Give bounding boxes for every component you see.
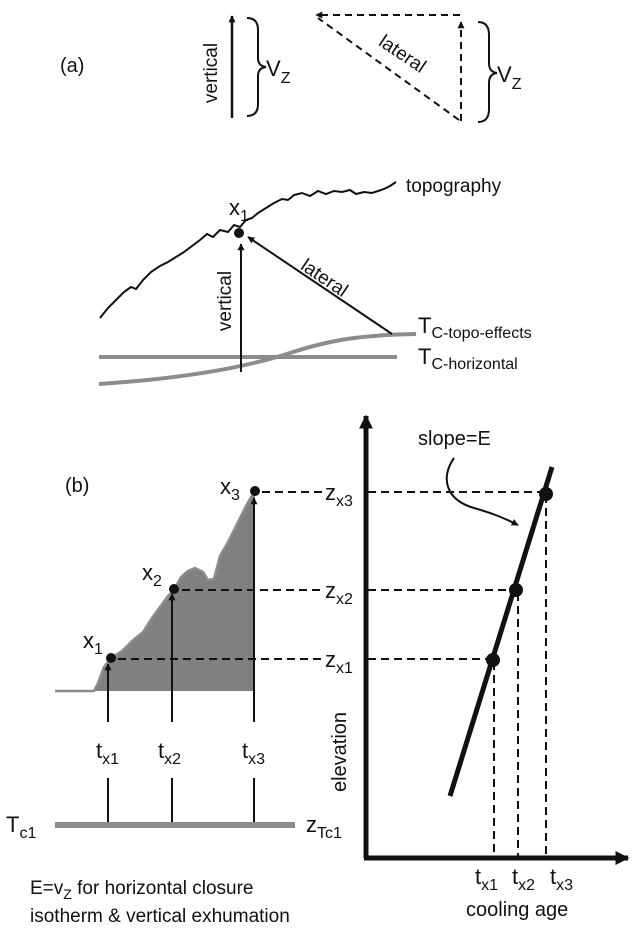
x1-label-a: x1 (229, 195, 249, 225)
tx2-label: tx2 (158, 738, 181, 768)
tx3-label: tx3 (242, 738, 265, 768)
vertical-path-text: vertical (215, 271, 236, 331)
vz-brace-left (246, 17, 267, 117)
point-x1-b (106, 653, 116, 663)
zx2-label: zx2 (325, 578, 353, 608)
lateral-path-text: lateral (297, 255, 352, 301)
topography-profile (99, 181, 397, 319)
tx1-label: tx1 (96, 738, 119, 768)
lateral-path-arrow (247, 236, 393, 335)
panel-b-label: (b) (65, 475, 89, 497)
point-x3-b (250, 486, 260, 496)
slope-label: slope=E (418, 428, 491, 450)
age-point-x3 (539, 487, 553, 501)
ztc1-label: zTc1 (306, 812, 342, 842)
dashed-lateral-line (317, 17, 460, 121)
panel-b: (b) Tc1 tx1 tx2 tx3 x1 x2 x3 zx1 zx2 zx3… (6, 414, 630, 927)
panel-a: (a) vertical VZ lateral VZ topography x1… (60, 11, 532, 386)
x3-label-b: x3 (220, 474, 240, 504)
zx1-label: zx1 (325, 647, 353, 677)
point-x2-b (169, 584, 179, 594)
age-point-x2 (509, 583, 523, 597)
point-x1-a (234, 228, 244, 238)
age-tick-tx1: tx1 (475, 864, 498, 894)
vertical-text: vertical (201, 43, 222, 103)
elevation-axis-label: elevation (329, 712, 351, 792)
age-point-x1 (486, 653, 500, 667)
x1-label-b: x1 (83, 628, 103, 658)
age-elevation-line (447, 466, 555, 797)
vz-label-right: VZ (497, 62, 522, 93)
x2-label-b: x2 (142, 560, 162, 590)
caption-line-1: E=vZ for horizontal closure (30, 878, 254, 902)
age-tick-tx3: tx3 (550, 864, 573, 894)
vz-label-left: VZ (266, 56, 291, 87)
panel-a-label: (a) (60, 55, 84, 77)
zx3-label: zx3 (325, 480, 353, 510)
topography-shading (55, 493, 255, 691)
caption-line-2: isotherm & vertical exhumation (30, 906, 290, 927)
tc1-label: Tc1 (6, 812, 36, 842)
tc-topo-effects-label: TC-topo-effects (418, 313, 532, 342)
topography-label: topography (406, 176, 502, 197)
lateral-text-a: lateral (375, 31, 430, 77)
vz-brace-right (477, 21, 498, 123)
cooling-age-label: cooling age (466, 899, 568, 921)
tc-horizontal-label: TC-horizontal (418, 344, 518, 373)
slope-pointer (445, 457, 519, 526)
tc-topo-effects-curve (98, 332, 417, 386)
age-tick-tx2: tx2 (512, 864, 535, 894)
